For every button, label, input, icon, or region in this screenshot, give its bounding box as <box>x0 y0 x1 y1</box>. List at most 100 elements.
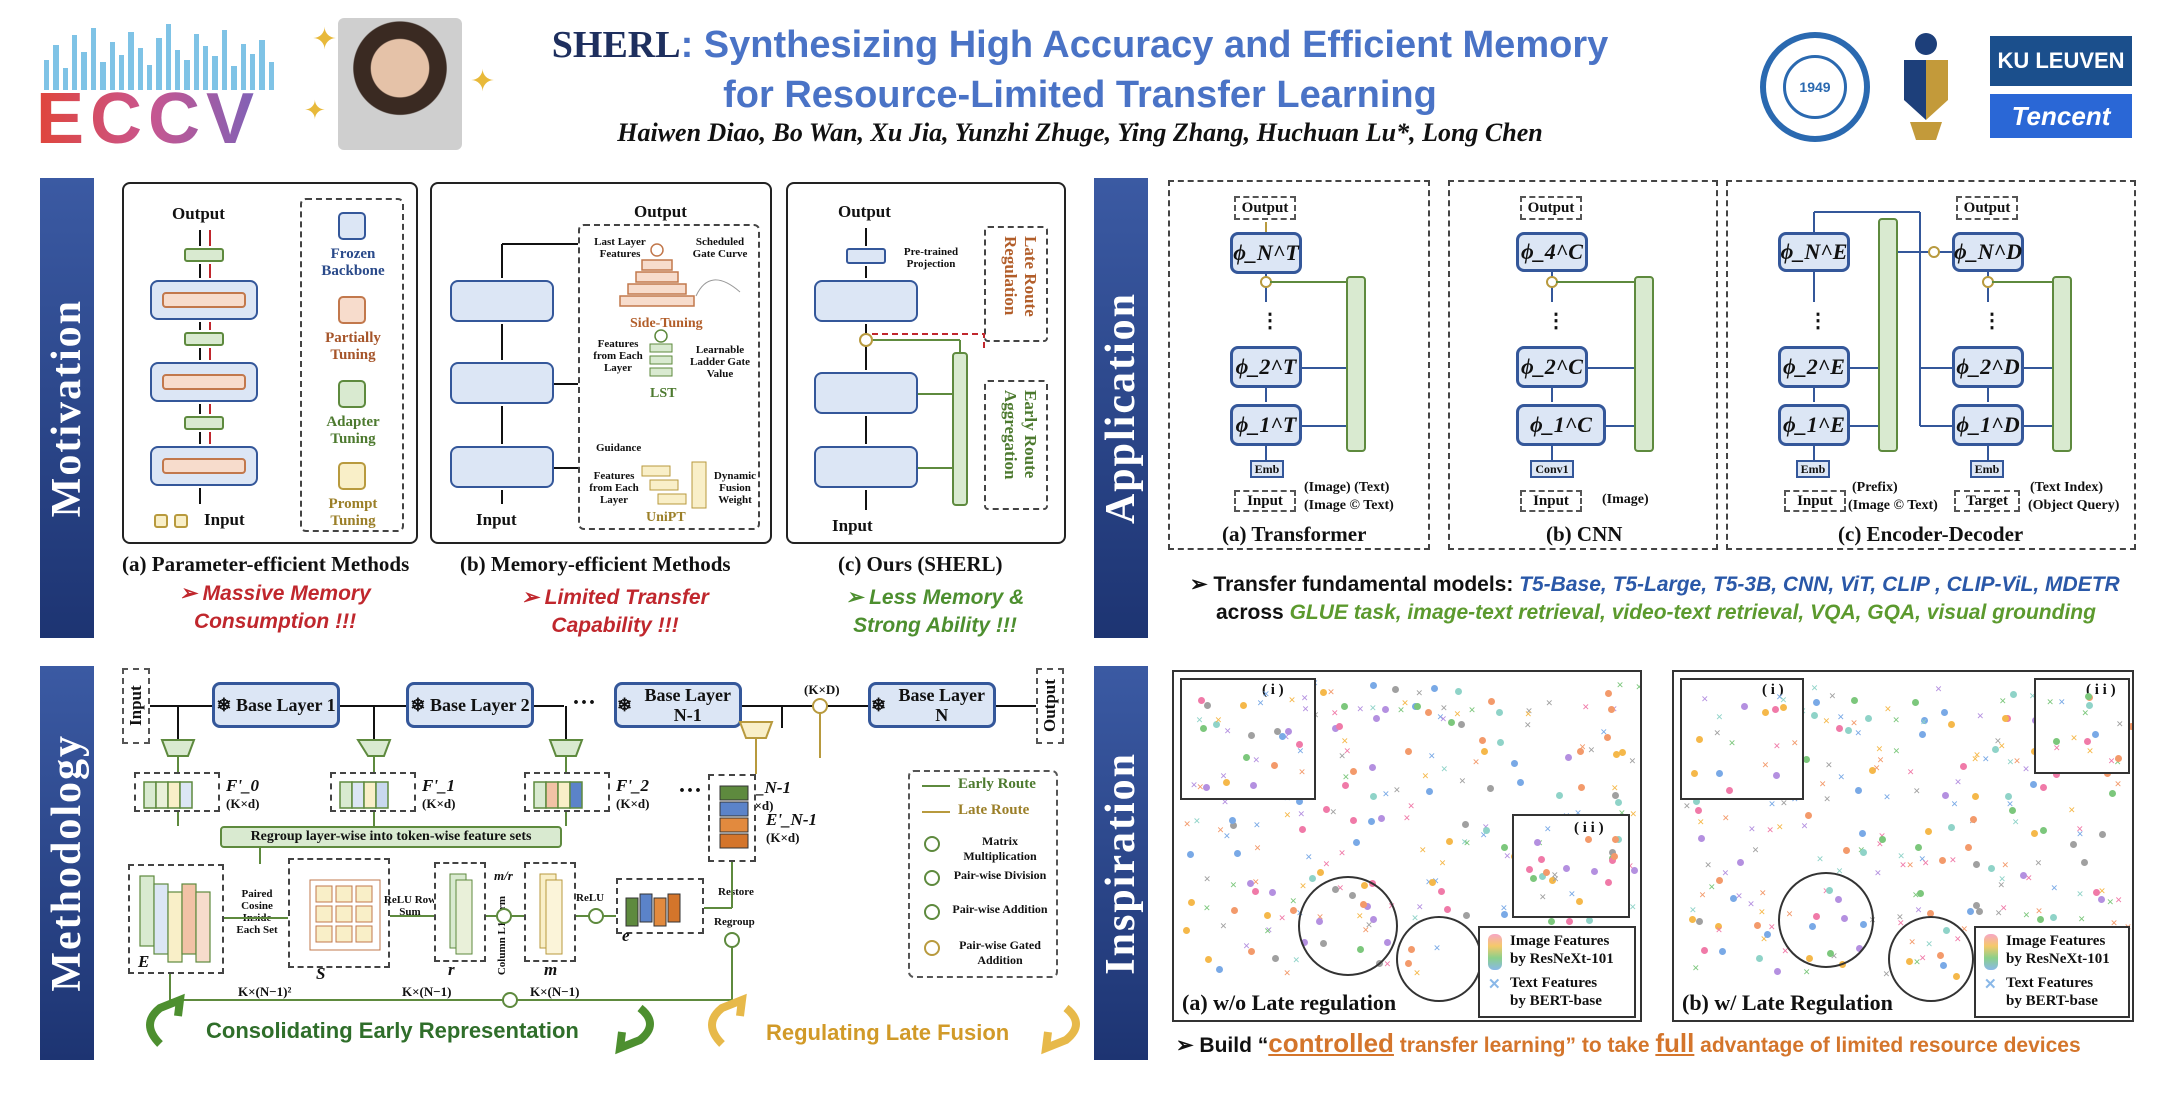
scatter-point <box>1715 922 1723 930</box>
image-feature-swatch <box>1488 934 1502 970</box>
scatter-point <box>1264 911 1272 919</box>
scatter-point <box>1836 724 1844 732</box>
scatter-point: ✕ <box>1568 889 1576 900</box>
scatter-point: ✕ <box>1994 736 2002 747</box>
prompt-swatch <box>338 462 366 490</box>
scatter-point <box>1611 853 1619 861</box>
e-n-1-block <box>708 774 756 862</box>
scatter-point: ✕ <box>1896 912 1904 923</box>
scatter-point: ✕ <box>1876 839 1884 850</box>
scatter-point: ✕ <box>1913 786 1921 797</box>
scatter-point: ✕ <box>1278 914 1286 925</box>
emb-block: Emb <box>1796 460 1830 478</box>
scatter-point: ✕ <box>1825 761 1833 771</box>
scatter-point: ✕ <box>2022 911 2031 922</box>
scatter-point <box>1940 708 1948 716</box>
scatter-point <box>1858 829 1866 837</box>
scatter-point <box>1695 806 1703 814</box>
scatter-point <box>1631 866 1639 874</box>
scatter-point <box>1212 720 1220 728</box>
layer-node-1: ϕ_1^T <box>1230 404 1302 446</box>
highlight-circle <box>1396 916 1482 1002</box>
text-feature-swatch: ✕ <box>1984 977 1997 993</box>
scatter-point: ✕ <box>1479 831 1488 842</box>
prompt-token <box>174 514 188 528</box>
scatter-point: ✕ <box>1735 892 1743 903</box>
scatter-point: ✕ <box>1884 705 1892 716</box>
r-vector <box>434 862 486 962</box>
eccv-wordmark: ECCV <box>36 79 261 159</box>
scatter-point: ✕ <box>1823 795 1831 806</box>
scatter-point <box>2086 701 2094 709</box>
regroup-label: Regroup <box>714 916 755 928</box>
scatter-point: ✕ <box>1773 742 1781 753</box>
scatter-point: ✕ <box>1356 704 1364 715</box>
frozen-layer <box>814 280 918 322</box>
scatter-point <box>1252 887 1260 895</box>
scatter-point: ✕ <box>1934 685 1943 695</box>
scatter-point <box>1229 822 1237 830</box>
scatter-point: ✕ <box>1816 854 1824 865</box>
scatter-point: ✕ <box>1810 684 1819 695</box>
enc-node-2: ϕ_2^E <box>1778 346 1850 388</box>
dalian-university-logo: 1949 <box>1760 32 1870 142</box>
inset-i: ( i ) ✕✕✕✕✕✕✕✕✕ <box>1680 678 1804 800</box>
scatter-point: ✕ <box>1768 800 1776 811</box>
side-network <box>1346 276 1366 452</box>
scatter-point <box>1340 703 1348 711</box>
scatter-point <box>1425 709 1433 717</box>
scatter-caption-b: (b) w/ Late Regulation <box>1678 990 1897 1016</box>
section-tab-application: Application <box>1094 178 1148 638</box>
scatter-point <box>2085 693 2093 701</box>
scatter-point <box>1972 861 1980 869</box>
scatter-point <box>1585 917 1593 925</box>
legend-late-route: Late Route <box>958 802 1030 818</box>
scatter-point <box>1543 869 1551 877</box>
scatter-point <box>1271 954 1279 962</box>
scatter-point <box>1547 918 1555 926</box>
scatter-point: ✕ <box>1775 692 1784 703</box>
scatter-point <box>1350 767 1358 775</box>
inspiration-bullet: ➢ Build “controlled transfer learning” t… <box>1176 1028 2081 1058</box>
scatter-point: ✕ <box>1759 889 1767 900</box>
scatter-point <box>1538 856 1546 864</box>
scatter-point: ✕ <box>1500 904 1508 915</box>
restore-label: Restore <box>718 886 754 898</box>
scatter-point <box>1919 730 1927 738</box>
scatter-point: ✕ <box>1460 837 1469 848</box>
scatter-point <box>2030 781 2038 789</box>
features-each-layer-label: Features from Each Layer <box>589 470 639 506</box>
partial-tuning-block <box>162 292 246 308</box>
scatter-point: ✕ <box>1781 947 1790 957</box>
scatter-point <box>1279 732 1287 740</box>
scatter-point <box>2109 789 2117 797</box>
scatter-point <box>1988 864 1996 872</box>
ellipsis: ··· <box>572 690 597 716</box>
scatter-point: ✕ <box>1403 813 1411 824</box>
scatter-point <box>2040 783 2048 791</box>
scatter-point: ✕ <box>1253 843 1262 854</box>
inset-label: ( i ) <box>1262 682 1284 698</box>
scatter-point: ✕ <box>1790 738 1799 749</box>
scatter-point <box>2036 915 2044 923</box>
scatter-point <box>1295 740 1303 748</box>
scatter-point <box>1916 890 1924 898</box>
poster-title: SHERL: Synthesizing High Accuracy and Ef… <box>480 20 1680 120</box>
scatter-point: ✕ <box>1439 715 1448 726</box>
scatter-point: ✕ <box>1343 746 1352 757</box>
scatter-point <box>1426 787 1434 795</box>
scatter-point: ✕ <box>1253 820 1261 831</box>
scatter-point <box>1405 747 1413 755</box>
target-label: Target <box>1954 490 2020 512</box>
scatter-point <box>1924 828 1932 836</box>
frozen-layer <box>814 446 918 488</box>
legend-text-by: by BERT-base <box>1510 993 1602 1009</box>
scatter-point <box>1772 771 1780 779</box>
scatter-point <box>1243 753 1251 761</box>
dim-kxd: (K×d) <box>422 796 456 811</box>
scatter-point <box>1976 908 1984 916</box>
scatter-point <box>1479 737 1487 745</box>
legend-early-route: Early Route <box>958 776 1036 792</box>
input-types: (Image) (Text) <box>1304 480 1390 495</box>
scatter-point <box>1349 817 1357 825</box>
